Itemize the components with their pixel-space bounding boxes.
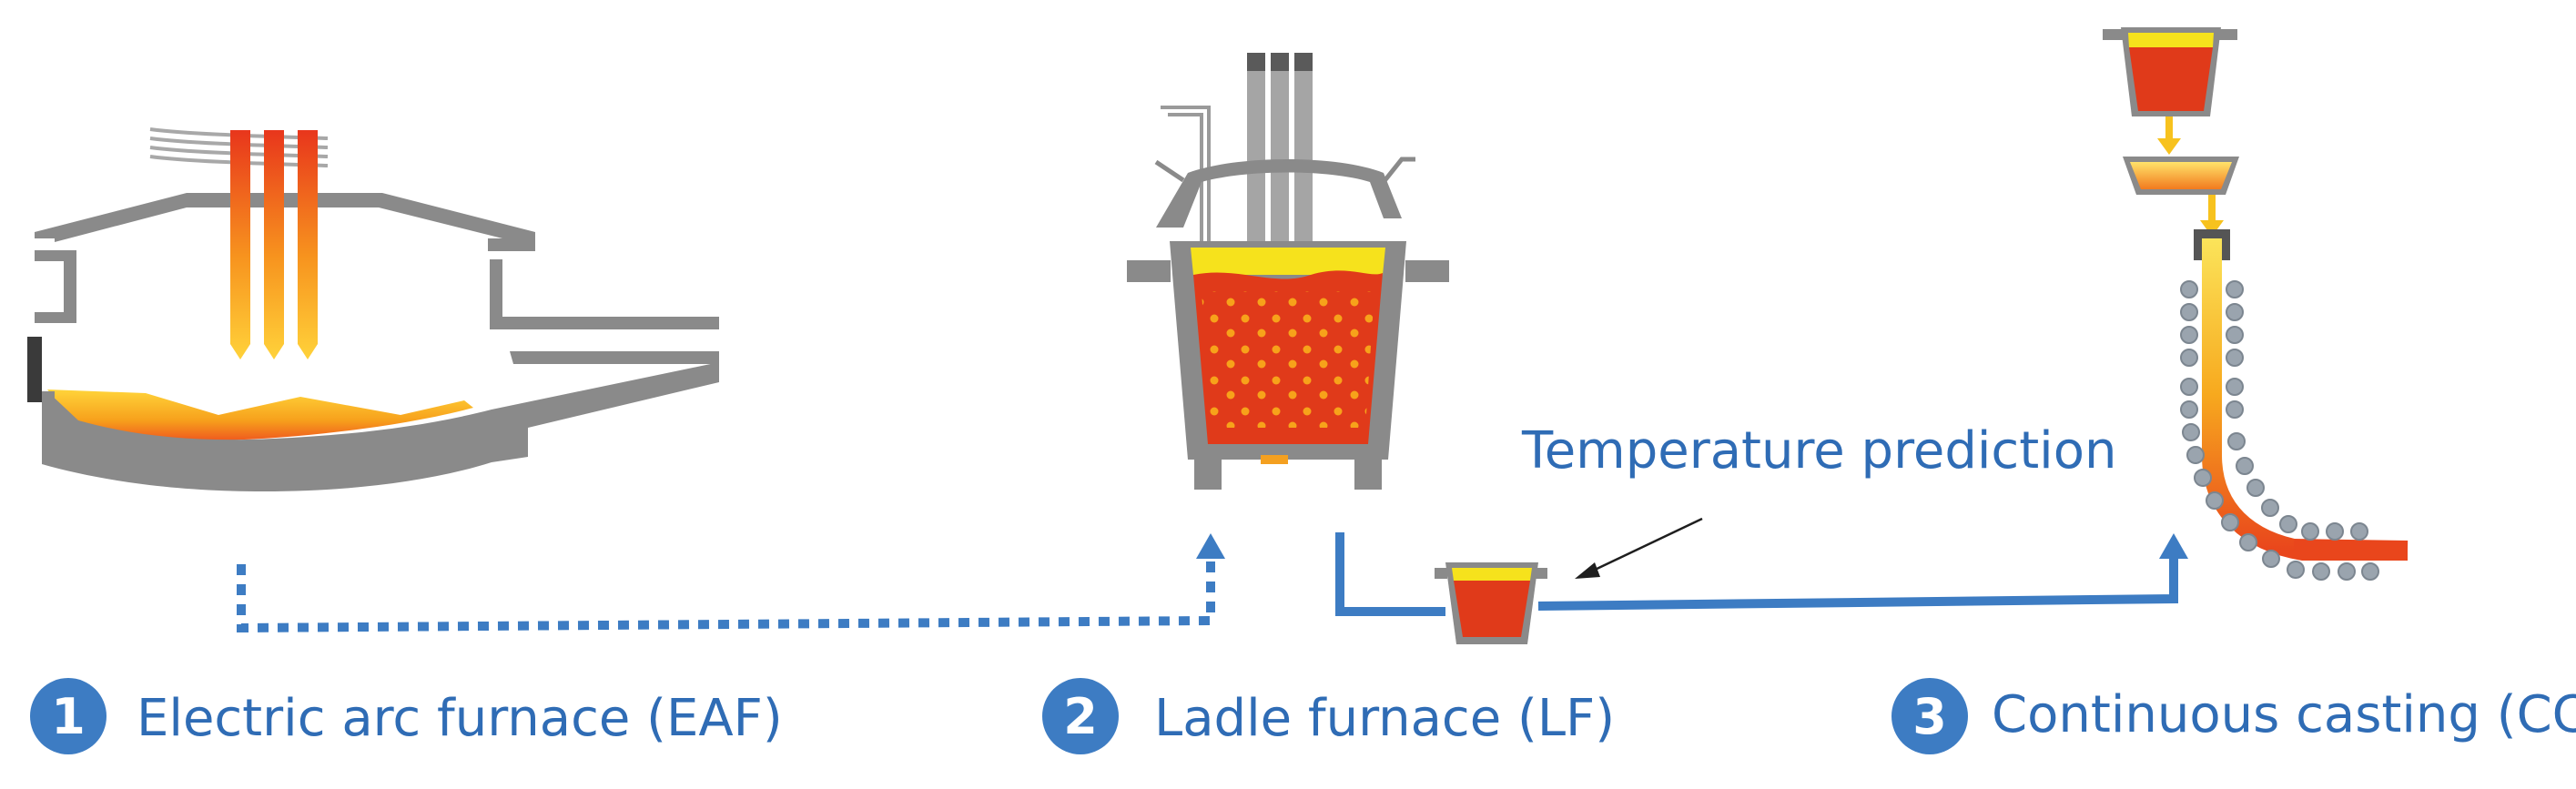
cc-pour-arrow-2 (2200, 195, 2224, 237)
lf-trunnion-right (1405, 260, 1449, 282)
lf-bubbles (1202, 291, 1374, 428)
transfer-ladle (1435, 562, 1547, 644)
eaf-molten-bath (47, 389, 473, 440)
lf-lance (1161, 106, 1211, 244)
cc-rollers (2180, 280, 2379, 581)
lf-roof-left-lip (1154, 159, 1185, 183)
stage-2-number: 2 (1063, 688, 1098, 745)
lf-roof (1156, 159, 1402, 228)
stage-3-badge (1891, 678, 1968, 754)
flow-arrow-eaf-to-lf (237, 533, 1225, 633)
lf-slag (1191, 248, 1385, 275)
eaf-roof-cap (488, 238, 535, 251)
cc-ladle-slag (2128, 33, 2214, 47)
lf-trunnion-left (1127, 260, 1171, 282)
stage-1-number: 1 (51, 688, 86, 745)
cc-strand-tail (2293, 539, 2409, 561)
cc-ladle-trunnion-right (2217, 29, 2237, 40)
cc-ladle-steel (2129, 47, 2213, 111)
lf-tap-hole (1261, 455, 1288, 464)
eaf-door-frame (35, 250, 76, 323)
eaf-hearth (42, 362, 719, 491)
lf-roof-right-lip (1382, 157, 1415, 184)
stage-1-text: Electric arc furnace (EAF) (137, 689, 783, 748)
cc-pour-arrow-1 (2157, 116, 2181, 155)
cc-illustration (2103, 27, 2409, 581)
flow-arrow-lf-to-cc (1335, 532, 2188, 616)
cc-ladle-trunnion-left (2103, 29, 2123, 40)
lf-leg-left (1194, 446, 1222, 490)
cc-tundish-melt (2130, 162, 2232, 189)
eaf-door (27, 337, 42, 402)
lf-illustration (1127, 53, 1449, 490)
stage-2-label: 2 Ladle furnace (LF) (1042, 678, 1615, 754)
eaf-base (42, 391, 55, 464)
eaf-side-duct (510, 351, 719, 364)
stage-1-label: 1 Electric arc furnace (EAF) (30, 678, 783, 754)
stage-3-label: 3 Continuous casting (CC) (1891, 678, 2576, 754)
eaf-illustration (27, 127, 719, 491)
lf-leg-right (1354, 446, 1382, 490)
stage-2-text: Ladle furnace (LF) (1154, 689, 1615, 748)
annotation-label: Temperature prediction (1521, 421, 2117, 480)
stage-3-text: Continuous casting (CC) (1992, 685, 2576, 744)
stage-3-number: 3 (1912, 688, 1947, 745)
stage-2-badge (1042, 678, 1119, 754)
eaf-electrodes (230, 130, 318, 359)
eaf-exhaust-duct (490, 259, 719, 329)
lf-electrodes (1247, 53, 1313, 266)
eaf-roof (35, 193, 535, 242)
stage-1-badge (30, 678, 106, 754)
annotation-pointer (1575, 517, 1703, 579)
